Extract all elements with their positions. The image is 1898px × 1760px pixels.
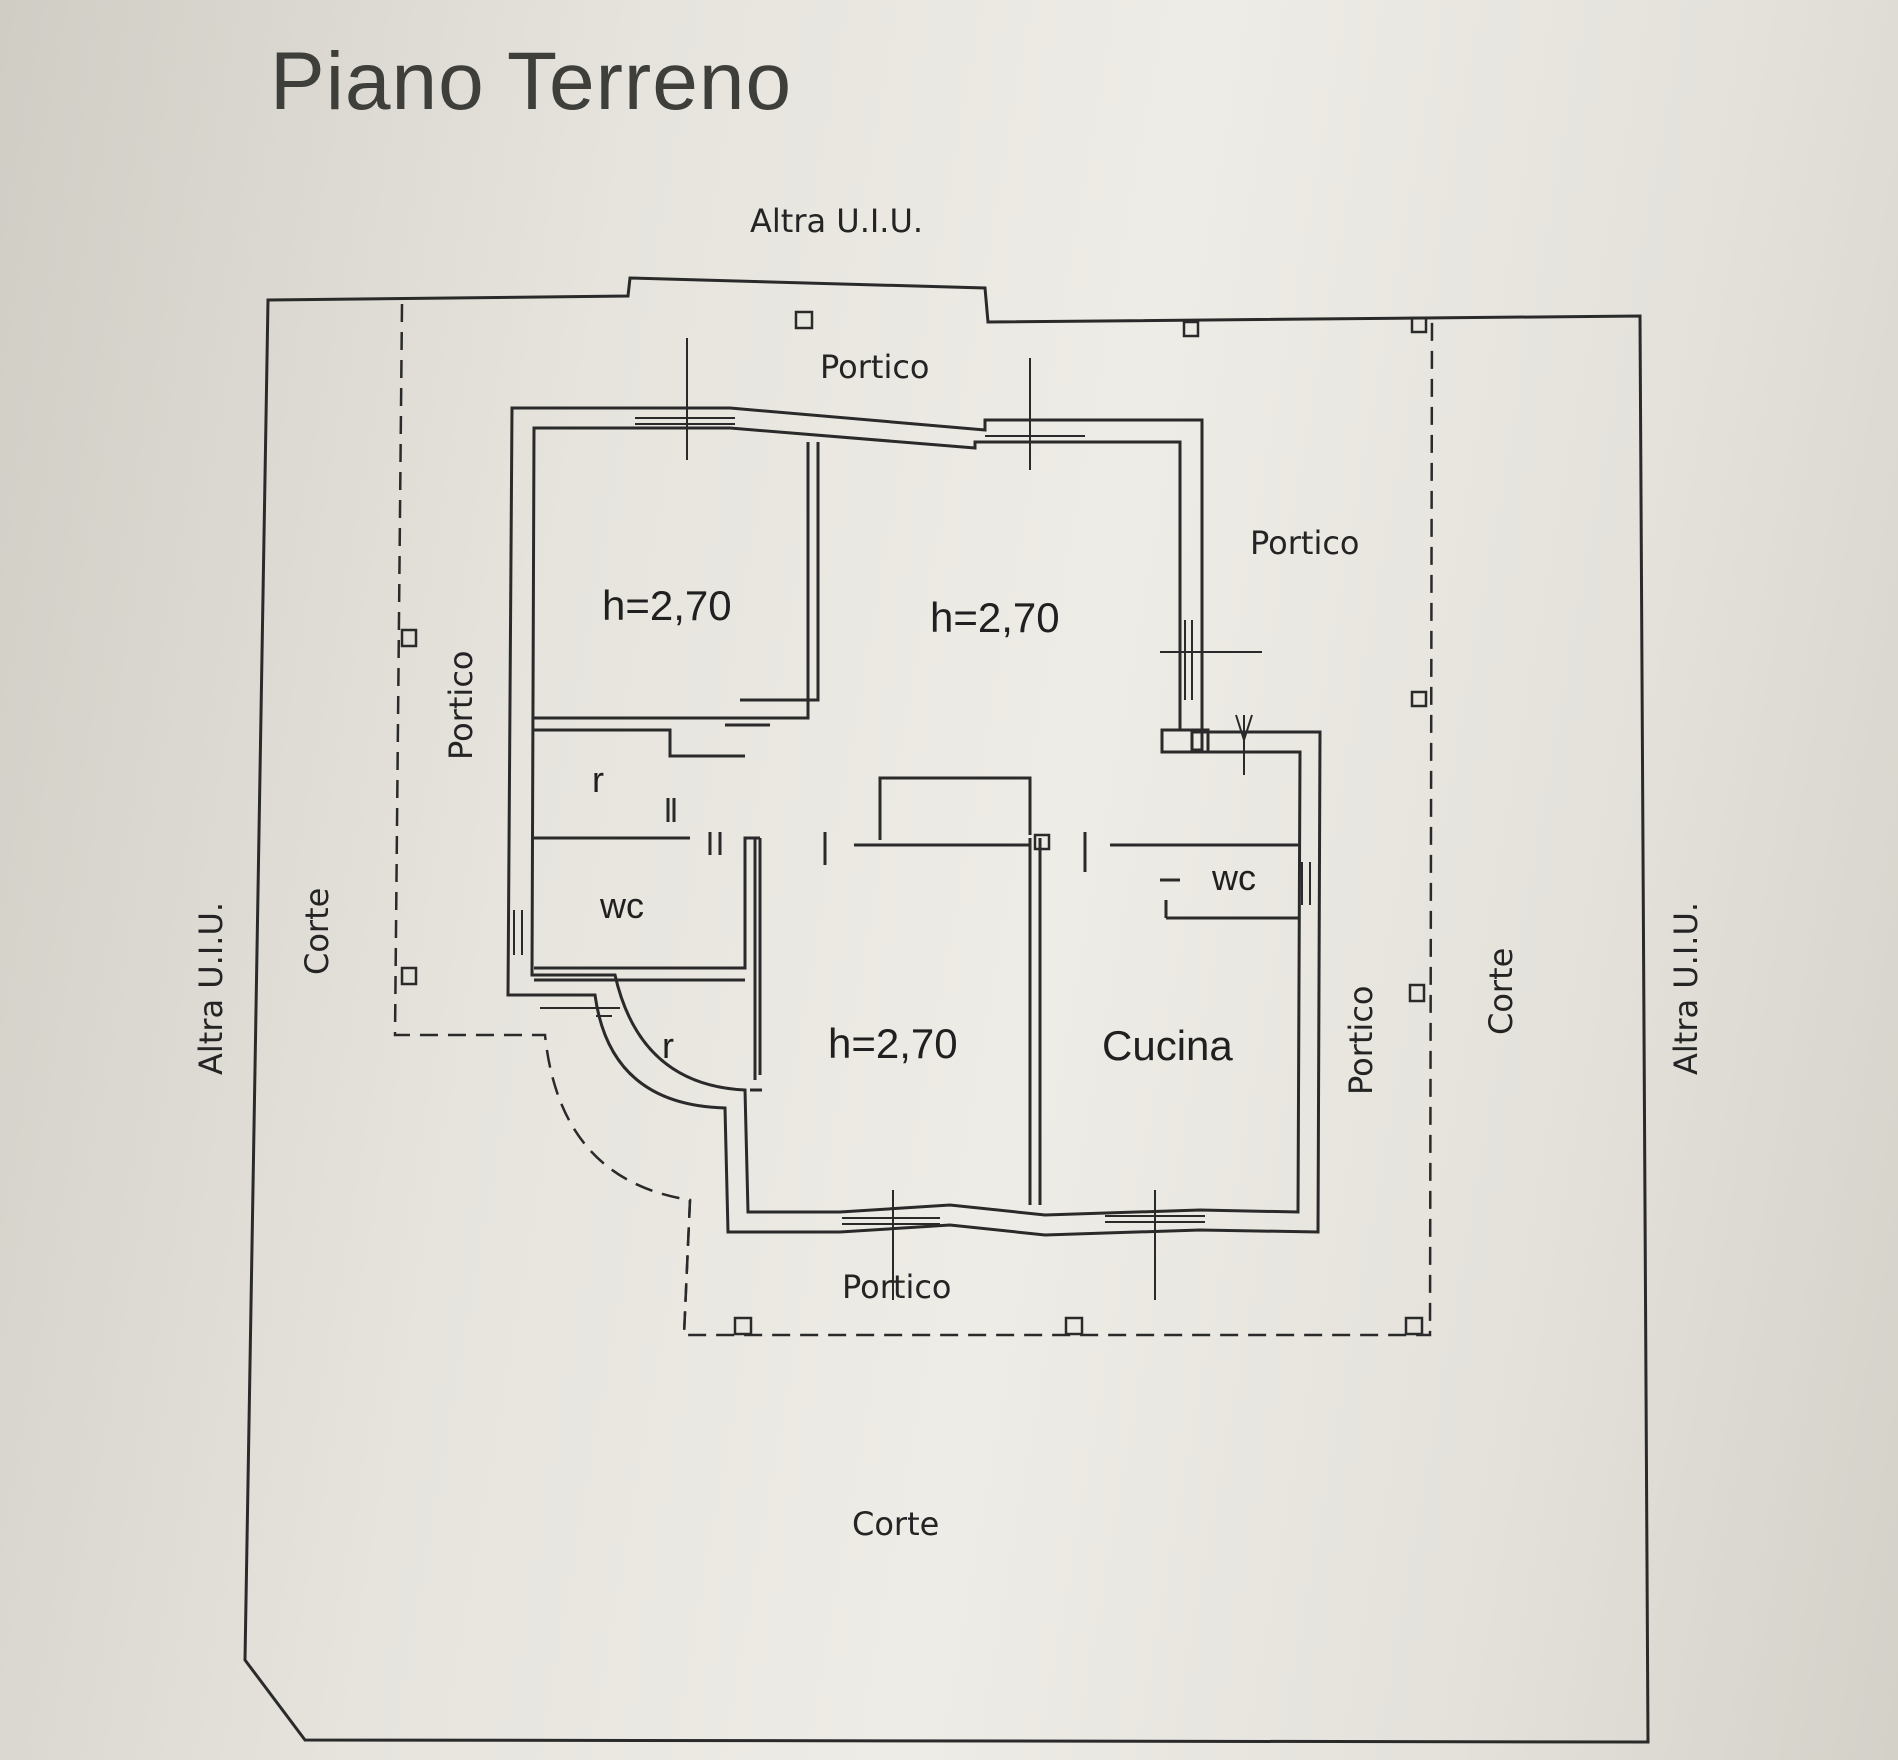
page-title: Piano Terreno xyxy=(270,36,793,127)
partition-nw-room xyxy=(534,442,820,720)
room-ripostiglio-2: r xyxy=(662,1025,674,1066)
label-corte-right: Corte xyxy=(1482,948,1520,1035)
label-portico-top: Portico xyxy=(820,348,930,386)
label-portico-right-top: Portico xyxy=(1250,524,1360,562)
building-outer-wall xyxy=(506,406,1322,1237)
label-corte-bottom: Corte xyxy=(852,1505,939,1543)
room-center-height: h=2,70 xyxy=(828,1020,958,1067)
room-ne-height: h=2,70 xyxy=(930,594,1060,641)
room-nw-height: h=2,70 xyxy=(602,582,732,629)
room-ripostiglio-1: r xyxy=(592,759,604,800)
label-altra-left: Altra U.I.U. xyxy=(192,902,230,1075)
building-inner-wall xyxy=(530,426,1302,1217)
room-wc-left: wc xyxy=(599,885,644,926)
room-wc-right: wc xyxy=(1211,857,1256,898)
portico-boundary xyxy=(393,303,1434,1337)
label-altra-top: Altra U.I.U. xyxy=(750,202,923,240)
label-portico-bottom: Portico xyxy=(842,1268,952,1306)
label-corte-left: Corte xyxy=(298,888,336,975)
label-portico-left: Portico xyxy=(442,651,480,761)
label-portico-right: Portico xyxy=(1342,986,1380,1096)
room-cucina: Cucina xyxy=(1102,1022,1233,1069)
label-altra-right: Altra U.I.U. xyxy=(1667,902,1705,1075)
lot-boundary xyxy=(243,276,1650,1744)
